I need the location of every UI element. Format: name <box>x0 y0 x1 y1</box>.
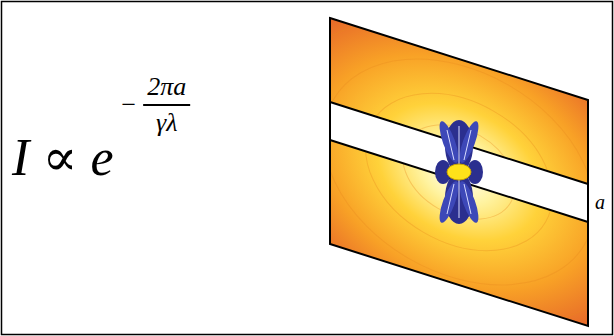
formula-base: I ∝ e <box>12 132 114 184</box>
emitter-flower <box>435 119 483 224</box>
slab <box>223 0 614 336</box>
minus-sign: − <box>120 92 138 118</box>
gap-band <box>330 102 588 222</box>
exponent-denominator: γλ <box>156 110 178 136</box>
gap-width-label: a <box>595 192 605 212</box>
exponent-numerator: 2πa <box>147 74 186 100</box>
fraction-bar <box>143 104 190 106</box>
